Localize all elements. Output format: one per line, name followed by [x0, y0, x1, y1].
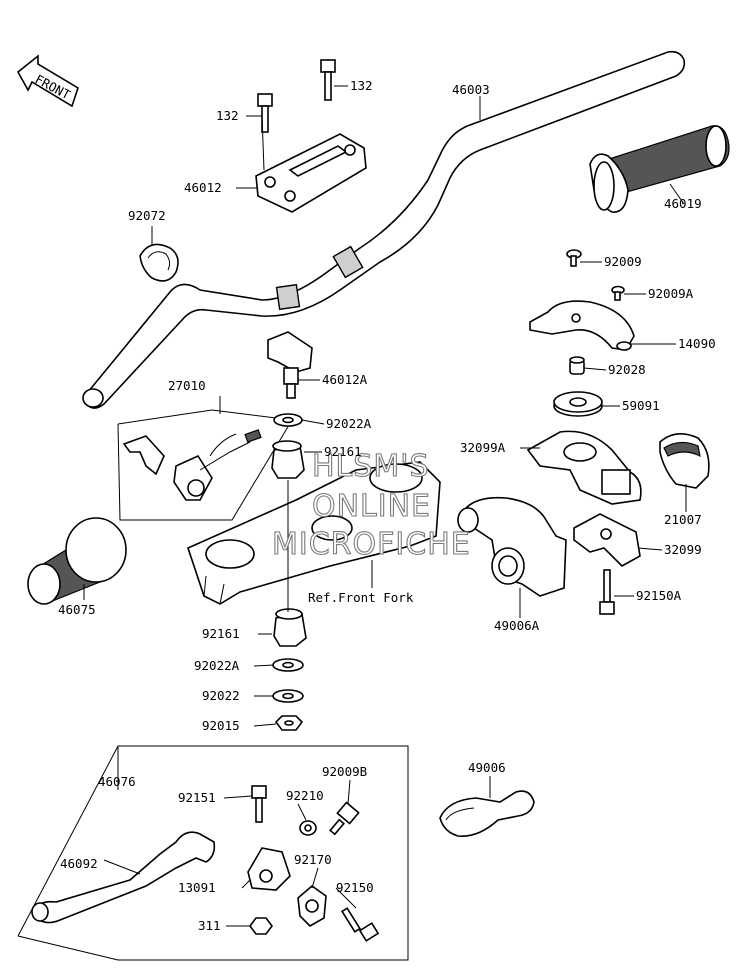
label-132-right[interactable]: 132: [350, 78, 373, 93]
nut-92015: [274, 715, 304, 731]
label-32099A[interactable]: 32099A: [460, 440, 506, 455]
screw-92009B: [329, 801, 360, 836]
adjuster-92210: [299, 820, 317, 836]
bolt-132-left: [257, 93, 273, 133]
throttle-housing-upper: [526, 430, 642, 505]
label-92150[interactable]: 92150: [336, 880, 374, 895]
label-92009B[interactable]: 92009B: [322, 764, 367, 779]
label-132-left[interactable]: 132: [216, 108, 239, 123]
ref-front-fork-note: Ref.Front Fork: [308, 590, 414, 605]
lever-cover: [439, 790, 535, 837]
steering-stem-head: [187, 461, 441, 605]
leader-lines: [83, 85, 687, 927]
throttle-housing-lower: [573, 513, 641, 567]
label-49006[interactable]: 49006: [468, 760, 506, 775]
label-46092[interactable]: 46092: [60, 856, 98, 871]
engine-stop-switch-group: [117, 409, 293, 521]
label-92161-upper[interactable]: 92161: [324, 444, 362, 459]
clutch-lever-group: [17, 745, 409, 961]
throttle-grip: [589, 125, 730, 213]
damper-92161-lower: [273, 608, 307, 647]
handlebar: [82, 50, 686, 409]
washer-92022A-lower: [272, 658, 304, 672]
bolt-132-right: [320, 59, 336, 101]
throttle-cover: [529, 300, 635, 351]
label-92210[interactable]: 92210: [286, 788, 324, 803]
part-labels: 46003 132 132 46012 92072 46019 92009 92…: [58, 78, 716, 933]
label-92170[interactable]: 92170: [294, 852, 332, 867]
label-92151[interactable]: 92151: [178, 790, 216, 805]
label-92161-lower[interactable]: 92161: [202, 626, 240, 641]
label-46012[interactable]: 46012: [184, 180, 222, 195]
label-92072[interactable]: 92072: [128, 208, 166, 223]
label-27010[interactable]: 27010: [168, 378, 206, 393]
label-59091[interactable]: 59091: [622, 398, 660, 413]
bolt-92151: [251, 785, 267, 823]
label-92022A-upper[interactable]: 92022A: [326, 416, 372, 431]
watermark-line-3: MICROFICHE: [272, 527, 471, 562]
handlebar-clamp-lower: [267, 331, 313, 399]
watermark-line-2: ONLINE: [312, 489, 431, 524]
left-grip: [27, 517, 127, 605]
label-49006A[interactable]: 49006A: [494, 618, 540, 633]
bolt-92150A: [599, 569, 615, 615]
washer-92022A-upper: [273, 413, 303, 427]
nut-311: [249, 917, 273, 935]
label-46075[interactable]: 46075: [58, 602, 96, 617]
label-32099[interactable]: 32099: [664, 542, 702, 557]
label-46076[interactable]: 46076: [98, 774, 136, 789]
label-46003[interactable]: 46003: [452, 82, 490, 97]
clamp-92170: [297, 884, 327, 927]
throttle-pulley: [553, 391, 603, 417]
label-46012A[interactable]: 46012A: [322, 372, 368, 387]
label-311[interactable]: 311: [198, 918, 221, 933]
lever-holder: [247, 847, 291, 891]
label-14090[interactable]: 14090: [678, 336, 716, 351]
damper-92161-upper: [271, 440, 305, 479]
clutch-lever: [31, 831, 216, 924]
screw-92009A: [611, 285, 625, 301]
front-arrow-icon: FRONT: [16, 54, 79, 108]
handlebar-clamp-upper: [255, 133, 367, 213]
label-92009A[interactable]: 92009A: [648, 286, 694, 301]
label-92009[interactable]: 92009: [604, 254, 642, 269]
watermark: HLSM'S ONLINE MICROFICHE: [271, 448, 471, 562]
collar-92028: [569, 356, 585, 375]
screw-92009: [566, 249, 582, 267]
label-21007[interactable]: 21007: [664, 512, 702, 527]
watermark-line-1: HLSM'S: [312, 449, 430, 484]
label-46019[interactable]: 46019: [664, 196, 702, 211]
bolt-92150: [340, 907, 380, 942]
label-92022[interactable]: 92022: [202, 688, 240, 703]
switch-housing: [457, 496, 567, 597]
label-13091[interactable]: 13091: [178, 880, 216, 895]
washer-92022: [272, 689, 304, 703]
label-92150A[interactable]: 92150A: [636, 588, 682, 603]
label-92028[interactable]: 92028: [608, 362, 646, 377]
label-92022A-lower[interactable]: 92022A: [194, 658, 240, 673]
cable-band: [139, 243, 179, 282]
label-92015[interactable]: 92015: [202, 718, 240, 733]
throttle-sensor: [659, 433, 710, 489]
